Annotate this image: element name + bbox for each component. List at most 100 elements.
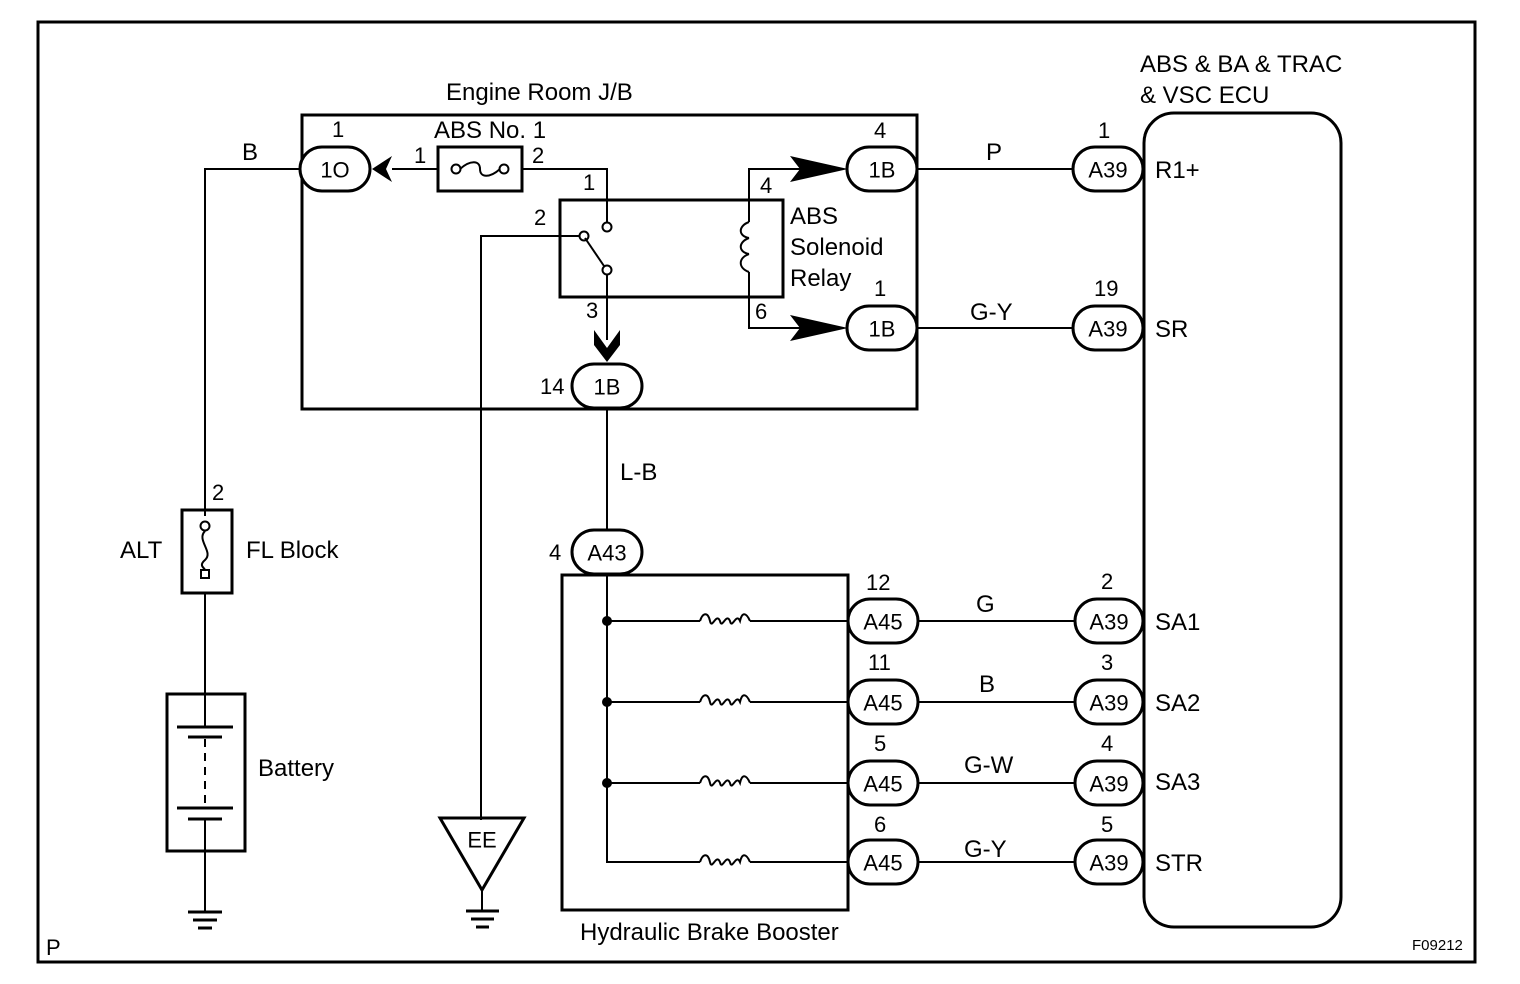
connector-id: A45 (863, 851, 902, 876)
wire-color-sa3: G-W (964, 752, 1014, 779)
fl-fuse-label: ALT (120, 537, 163, 564)
diagram-frame (36, 20, 1477, 964)
pin-number: 5 (874, 731, 886, 756)
ecu-terminal-str: STR (1155, 850, 1203, 877)
wire (606, 575, 700, 863)
ecu-terminal-sr: SR (1155, 316, 1188, 343)
wire-color-booster-feed: L-B (620, 459, 657, 486)
pin-number: 1 (414, 143, 426, 168)
connector-id: A45 (863, 610, 902, 635)
connector-A39-sa2 (1073, 678, 1145, 726)
relay-contact (601, 221, 613, 233)
connector-arrow-icon (790, 315, 848, 341)
pin-number: 3 (586, 298, 598, 323)
fuse-icon (459, 161, 501, 177)
wire (748, 168, 800, 200)
engine-room-jb-label: Engine Room J/B (446, 79, 633, 106)
ecu-terminal-r1: R1+ (1155, 157, 1200, 184)
battery-feed-wire (204, 168, 302, 516)
ground-icon (188, 910, 222, 930)
wire (522, 168, 608, 222)
pin-number: 11 (868, 650, 891, 675)
wire-color-battery-feed: B (242, 139, 258, 166)
ecu-label: & VSC ECU (1140, 82, 1269, 109)
ground-point-ee (437, 816, 527, 893)
fl-block-label: FL Block (246, 537, 339, 564)
connector-A39-sa1 (1073, 597, 1145, 645)
relay-coil-icon (739, 221, 750, 273)
relay-label: Relay (790, 265, 851, 292)
fuse-terminal (450, 163, 462, 175)
connector-arrow-icon (790, 156, 848, 182)
connector-id: A45 (863, 772, 902, 797)
connector-id: A43 (587, 541, 626, 566)
connector-A39-sr (1071, 304, 1145, 352)
connector-A39-str (1073, 838, 1145, 886)
connector-id: 1O (320, 158, 349, 183)
wire-color-str: G-Y (964, 836, 1007, 863)
battery-label: Battery (258, 755, 334, 782)
solenoid-row (602, 613, 848, 626)
pin-number: 19 (1094, 276, 1118, 301)
ecu-label: ABS & BA & TRAC (1140, 51, 1342, 78)
pin-number: 1 (332, 117, 344, 142)
connector-arrow-icon (594, 330, 620, 362)
pin-number: 4 (874, 118, 886, 143)
fusible-link-icon (200, 530, 209, 571)
pin-number: 2 (212, 480, 224, 505)
pin-number: 1 (583, 170, 595, 195)
pin-number: 5 (1101, 812, 1113, 837)
solenoid-row (602, 694, 848, 707)
wire (748, 272, 800, 329)
solenoid-row (699, 854, 848, 866)
wire-color-r1: P (986, 139, 1002, 166)
connector-1O (298, 145, 372, 193)
solenoid-coil-icon (699, 854, 751, 866)
ecu-terminal-sa1: SA1 (1155, 609, 1200, 636)
relay-switch-icon (584, 237, 605, 267)
page-marker: P (46, 935, 61, 960)
solenoid-row (602, 775, 848, 788)
connector-id: A39 (1088, 317, 1127, 342)
wire-color-sa2: B (979, 671, 995, 698)
connector-id: A39 (1089, 851, 1128, 876)
relay-contact (601, 264, 613, 276)
relay-label: ABS (790, 203, 838, 230)
ecu-terminal-sa3: SA3 (1155, 769, 1200, 796)
fuse-terminal (498, 163, 510, 175)
fuse-terminal (199, 520, 211, 532)
brake-booster-box (560, 573, 850, 912)
solenoid-coil-icon (699, 694, 751, 706)
pin-number: 2 (534, 205, 546, 230)
fuse-terminal (200, 569, 210, 579)
connector-id: A39 (1088, 158, 1127, 183)
connector-id: A39 (1089, 610, 1128, 635)
ecu-terminal-sa2: SA2 (1155, 690, 1200, 717)
pin-number: 3 (1101, 650, 1113, 675)
figure-id: F09212 (1412, 937, 1463, 954)
connector-arrow-icon (372, 156, 392, 182)
pin-number: 12 (866, 570, 890, 595)
abs-solenoid-relay-box (558, 198, 785, 299)
ecu-box (1142, 111, 1343, 929)
wire-color-sr: G-Y (970, 299, 1013, 326)
pin-number: 1 (1098, 118, 1110, 143)
pin-number: 4 (760, 173, 772, 198)
pin-number: 2 (532, 143, 544, 168)
connector-id: A39 (1089, 691, 1128, 716)
abs-fuse-label: ABS No. 1 (434, 117, 546, 144)
ground-ee-label: EE (467, 828, 496, 853)
wire-color-sa1: G (976, 591, 995, 618)
pin-number: 6 (874, 812, 886, 837)
pin-number: 14 (540, 374, 564, 399)
connector-id: 1B (869, 158, 896, 183)
ground-wire (480, 235, 580, 820)
solenoid-coil-icon (699, 613, 751, 625)
relay-label: Solenoid (790, 234, 883, 261)
connector-A39-sa3 (1073, 759, 1145, 807)
connector-id: A39 (1089, 772, 1128, 797)
pin-number: 1 (874, 276, 886, 301)
fl-block (180, 508, 234, 595)
pin-number: 6 (755, 299, 767, 324)
